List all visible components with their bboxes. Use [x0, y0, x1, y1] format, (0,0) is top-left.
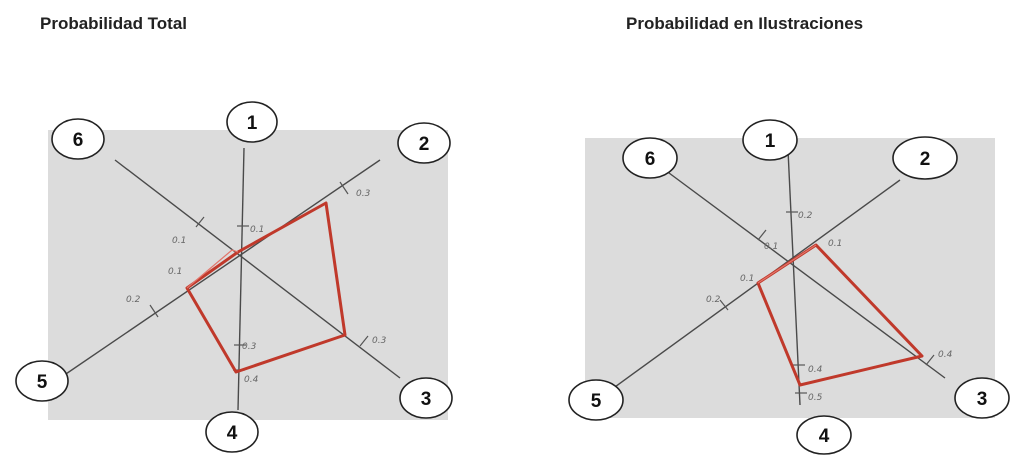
annotation: 0.1 — [250, 225, 264, 235]
axis-node-6-right: 6 — [622, 137, 678, 179]
chart-title-right: Probabilidad en Ilustraciones — [626, 14, 864, 33]
axis-node-4-left: 4 — [205, 411, 259, 453]
axis-node-5-left: 5 — [15, 360, 69, 402]
svg-text:4: 4 — [227, 423, 238, 444]
axis-node-6-left: 6 — [51, 118, 105, 160]
svg-text:2: 2 — [419, 134, 430, 155]
axis-node-1-right: 1 — [742, 119, 798, 161]
annotation: 0.2 — [126, 295, 141, 305]
annotation: 0.3 — [372, 336, 387, 346]
annotation: 0.2 — [706, 295, 721, 305]
axis-1-4-left — [237, 147, 245, 411]
axis-node-1-left: 1 — [226, 101, 278, 143]
svg-text:3: 3 — [421, 389, 432, 410]
annotation: 0.5 — [808, 393, 823, 403]
annotation: 0.4 — [808, 365, 823, 375]
axis-node-2-right: 2 — [892, 136, 958, 180]
svg-text:1: 1 — [765, 131, 776, 152]
axis-1-4-right — [787, 149, 801, 406]
profile-polygon-left — [185, 201, 347, 374]
svg-text:6: 6 — [645, 149, 656, 170]
axis-6-3-right — [664, 169, 946, 379]
chart-title-left: Probabilidad Total — [40, 14, 188, 33]
axis-2-5-right — [607, 179, 901, 393]
annotation: 0.3 — [242, 342, 257, 352]
axis-2-5-left — [59, 159, 381, 379]
svg-text:5: 5 — [591, 391, 602, 412]
axis-node-5-right: 5 — [568, 379, 624, 421]
annotation: 0.1 — [168, 267, 182, 277]
axis-node-3-right: 3 — [954, 377, 1010, 419]
annotation: 0.2 — [798, 211, 813, 221]
photo-background-left — [48, 130, 448, 420]
axis-node-4-right: 4 — [796, 415, 852, 455]
svg-text:1: 1 — [247, 113, 258, 134]
svg-text:4: 4 — [819, 426, 830, 447]
svg-text:2: 2 — [920, 149, 931, 170]
annotation: 0.4 — [938, 350, 953, 360]
annotation: 0.1 — [828, 239, 842, 249]
annotation: 0.4 — [244, 375, 259, 385]
svg-text:5: 5 — [37, 372, 48, 393]
axis-6-3-left — [114, 159, 401, 379]
annotation: 0.3 — [356, 189, 371, 199]
diagram-ilustraciones: 0.2 0.1 0.4 0.4 0.5 0.1 0.1 0.2 1 2 3 4 … — [568, 119, 1010, 455]
annotation: 0.1 — [764, 242, 778, 252]
diagram-total: 0.1 0.3 0.3 0.3 0.4 0.1 0.1 0.2 1 2 3 4 … — [15, 101, 453, 453]
axis-node-2-left: 2 — [397, 122, 451, 164]
axis-node-3-left: 3 — [399, 377, 453, 419]
annotation: 0.1 — [740, 274, 754, 284]
svg-text:3: 3 — [977, 389, 988, 410]
svg-text:6: 6 — [73, 130, 84, 151]
annotation: 0.1 — [172, 236, 186, 246]
